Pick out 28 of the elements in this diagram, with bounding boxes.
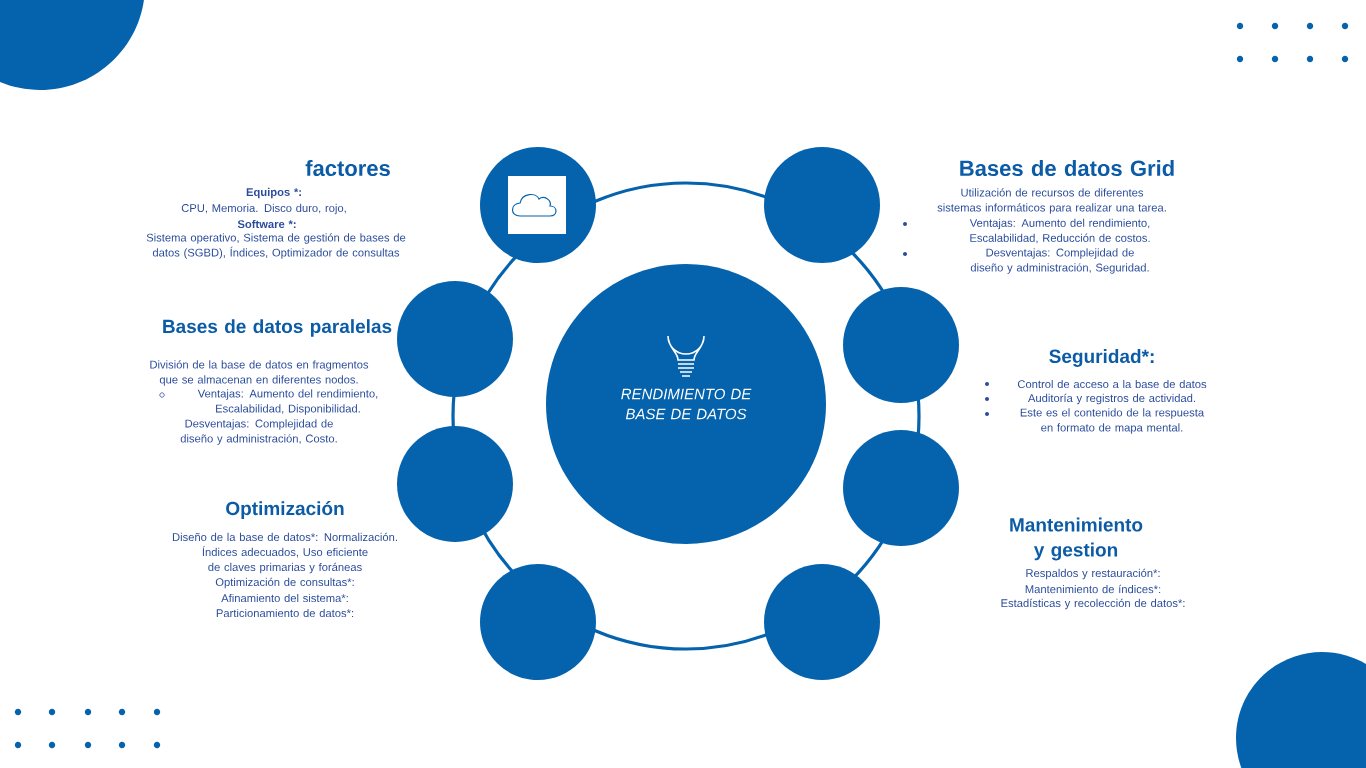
body-text: Utilización de recursos de diferentes sistemas informáticos para realizar una tarea. (937, 188, 1166, 214)
heading: factores (305, 159, 390, 177)
topic-circle (397, 426, 513, 542)
body-text: Control de acceso a la base de datos (1017, 379, 1207, 389)
body-text: CPU, Memoria. Disco duro, rojo, (181, 203, 346, 215)
topic-circle (843, 430, 959, 546)
body-text: Software *: (237, 219, 296, 229)
heading: Seguridad*: (1049, 349, 1154, 367)
body-text: Afinamiento del sistema*: (221, 593, 348, 603)
body-text: Particionamiento de datos*: (216, 608, 354, 618)
body-text: Desventajas: Complejidad de diseño y administración, Costo. (180, 419, 337, 445)
body-text: Ventajas: Aumento del rendimiento, Escalabilidad, Disponibilidad. (197, 389, 378, 415)
topic-circle (843, 287, 959, 403)
topic-circle (397, 281, 513, 397)
body-text: Respaldos y restauración*: (1026, 568, 1160, 580)
body-text: Optimización de consultas*: (215, 577, 354, 589)
heading: Bases de datos Grid (960, 159, 1174, 177)
topic-circle (480, 564, 596, 680)
body-text: División de la base de datos en fragmentos que se almacenan en diferentes nodos. (150, 360, 369, 386)
body-text: Ventajas: Aumento del rendimiento, Escalabilidad, Reducción de costos. (969, 218, 1150, 244)
topic-circle (764, 564, 880, 680)
body-text: Diseño de la base de datos*: Normalización. Índices adecuados, Uso eficiente de claves primarias y foráneas (172, 532, 397, 574)
body-text: Equipos *: (246, 187, 301, 199)
topic-circle (764, 147, 880, 263)
body-text: Estadísticas y recolección de datos*: (1001, 598, 1185, 610)
body-text: Auditoría y registros de actividad. (1028, 393, 1195, 405)
body-text: Este es el contenido de la respuesta en formato de mapa mental. (1020, 408, 1205, 434)
body-text: Mantenimiento de índices*: (1025, 584, 1161, 594)
